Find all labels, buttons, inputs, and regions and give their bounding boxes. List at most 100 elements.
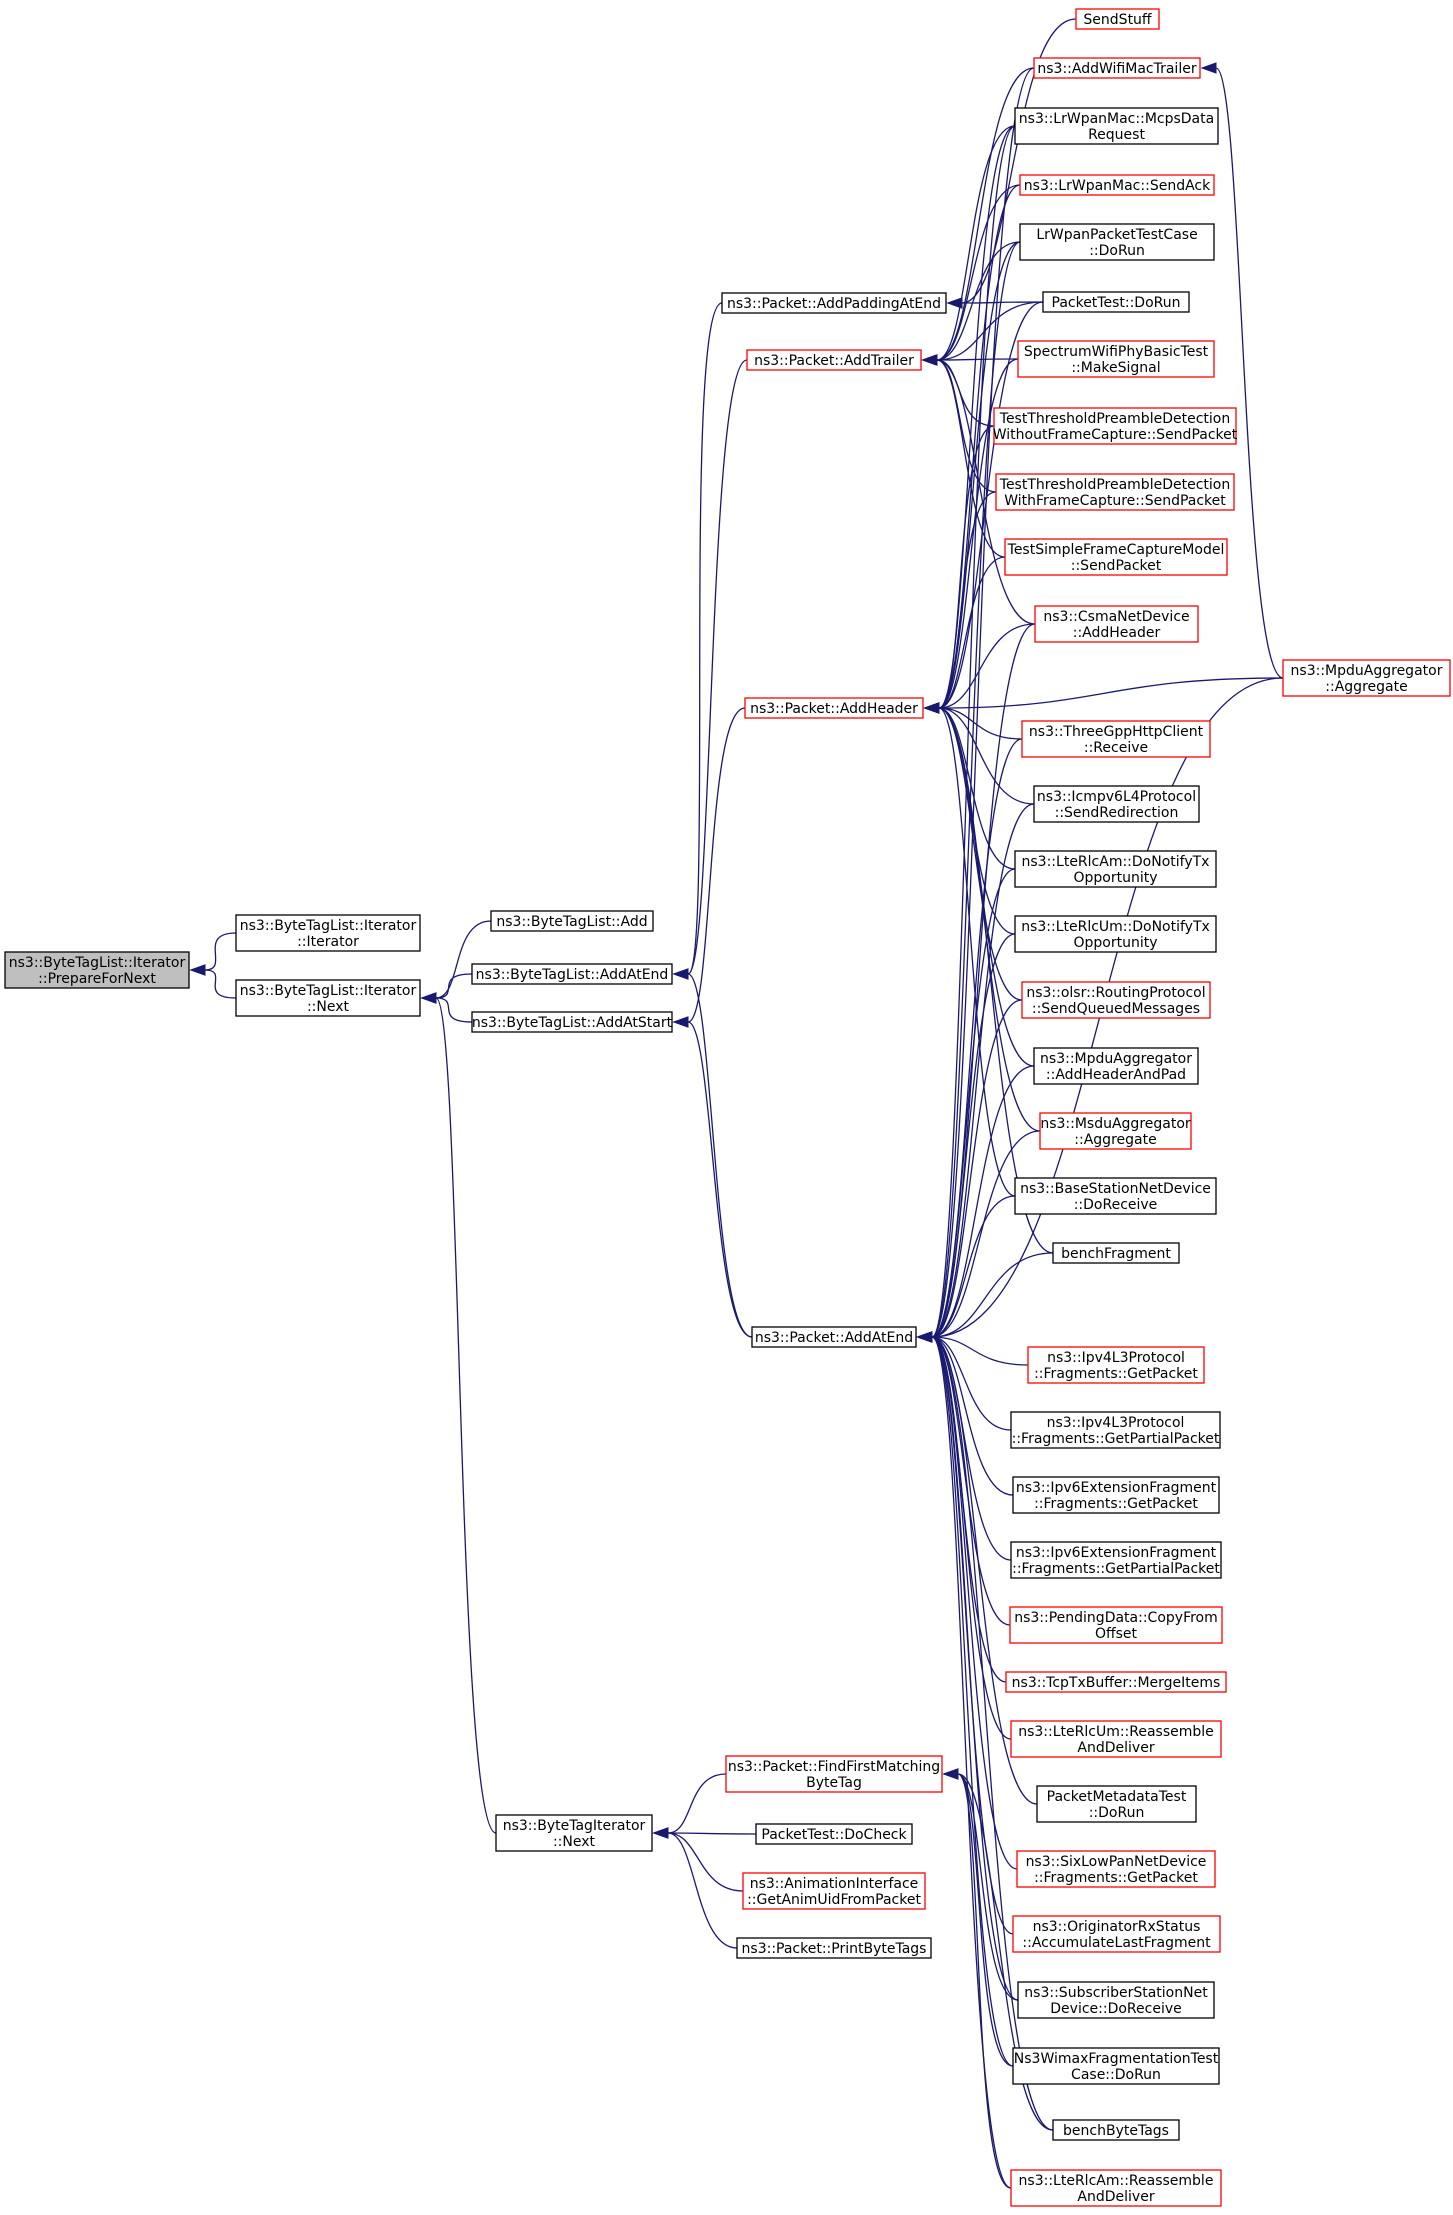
node-box — [1033, 1047, 1199, 1085]
node-makesignal[interactable]: SpectrumWifiPhyBasicTest::MakeSignal — [1017, 340, 1215, 378]
edge-arrowhead — [946, 297, 963, 309]
node-label: ns3::Packet::FindFirstMatching — [728, 1759, 940, 1775]
call-edge — [957, 1773, 1012, 2189]
node-animuid[interactable]: ns3::AnimationInterface::GetAnimUidFromP… — [742, 1872, 926, 1910]
node-label: WithFrameCapture::SendPacket — [1004, 493, 1226, 509]
call-edge — [938, 358, 1019, 709]
node-label: ns3::LrWpanMac::McpsData — [1019, 111, 1214, 127]
node-add[interactable]: ns3::ByteTagList::Add — [490, 910, 654, 932]
node-btinext[interactable]: ns3::ByteTagIterator::Next — [495, 1814, 653, 1852]
node-addheader[interactable]: ns3::Packet::AddHeader — [744, 697, 924, 719]
node-originator[interactable]: ns3::OriginatorRxStatus::AccumulateLastF… — [1012, 1915, 1221, 1953]
node-ttpd_wo[interactable]: TestThresholdPreambleDetectionWithoutFra… — [993, 407, 1238, 445]
node-lrwpantest[interactable]: LrWpanPacketTestCase::DoRun — [1019, 223, 1215, 261]
call-edge — [957, 1773, 1054, 2131]
node-ipv6frag[interactable]: ns3::Ipv6ExtensionFragment::Fragments::G… — [1012, 1476, 1220, 1514]
edge-arrowhead — [942, 1768, 959, 1780]
node-docheck[interactable]: PacketTest::DoCheck — [755, 1823, 913, 1845]
call-edge — [687, 973, 753, 1338]
call-edge — [931, 125, 1016, 1338]
node-ipv4frag[interactable]: ns3::Ipv4L3Protocol::Fragments::GetPacke… — [1027, 1346, 1205, 1384]
node-box — [1004, 538, 1228, 576]
node-label: ::AddHeaderAndPad — [1046, 1067, 1186, 1083]
node-box — [744, 697, 924, 719]
node-iter[interactable]: ns3::ByteTagList::Iterator::Iterator — [235, 914, 421, 952]
node-label: PacketTest::DoRun — [1052, 295, 1181, 311]
node-addatstart[interactable]: ns3::ByteTagList::AddAtStart — [471, 1011, 673, 1033]
node-box — [1039, 1112, 1192, 1150]
call-edge — [931, 241, 1021, 1338]
node-box — [1052, 2119, 1180, 2141]
node-benchbt[interactable]: benchByteTags — [1052, 2119, 1180, 2141]
call-edge — [931, 67, 1035, 1338]
node-addpadding[interactable]: ns3::Packet::AddPaddingAtEnd — [721, 292, 947, 314]
node-box — [721, 292, 947, 314]
node-tcptx[interactable]: ns3::TcpTxBuffer::MergeItems — [1005, 1671, 1227, 1693]
call-edge — [938, 491, 997, 709]
node-label: ns3::PendingData::CopyFrom — [1014, 1610, 1218, 1626]
call-edge — [667, 1832, 757, 1835]
node-layer: ns3::ByteTagList::Iterator::PrepareForNe… — [4, 8, 1451, 2207]
node-box — [746, 349, 922, 371]
node-label: ns3::AddWifiMacTrailer — [1037, 61, 1196, 77]
node-label: ::MakeSignal — [1071, 360, 1160, 376]
node-label: ns3::ByteTagList::Iterator — [240, 918, 417, 934]
call-edge — [938, 707, 1016, 935]
call-edge — [931, 803, 1035, 1338]
node-label: ::Fragments::GetPartialPacket — [1012, 1561, 1220, 1577]
node-icmpv6[interactable]: ns3::Icmpv6L4Protocol::SendRedirection — [1033, 785, 1200, 823]
node-addtrailer[interactable]: ns3::Packet::AddTrailer — [746, 349, 922, 371]
node-box — [495, 1814, 653, 1852]
node-sixlowpan[interactable]: ns3::SixLowPanNetDevice::Fragments::GetP… — [1016, 1850, 1216, 1888]
node-wifimactrailer[interactable]: ns3::AddWifiMacTrailer — [1033, 57, 1201, 79]
call-edge — [667, 1773, 727, 1834]
node-msduagg[interactable]: ns3::MsduAggregator::Aggregate — [1039, 1112, 1192, 1150]
node-csma[interactable]: ns3::CsmaNetDevice::AddHeader — [1034, 605, 1199, 643]
call-edge — [957, 1773, 1019, 2001]
node-root[interactable]: ns3::ByteTagList::Iterator::PrepareForNe… — [4, 951, 190, 989]
call-edge — [435, 973, 473, 999]
node-mpduagg[interactable]: ns3::MpduAggregator::Aggregate — [1282, 659, 1451, 697]
node-printbt[interactable]: ns3::Packet::PrintByteTags — [736, 1937, 932, 1959]
node-box — [471, 963, 673, 985]
node-box — [993, 407, 1237, 445]
node-box — [1010, 2169, 1222, 2207]
node-next[interactable]: ns3::ByteTagList::Iterator::Next — [235, 979, 421, 1017]
node-label: Opportunity — [1073, 870, 1157, 886]
node-pkt_addatend[interactable]: ns3::Packet::AddAtEnd — [751, 1326, 917, 1348]
node-benchfrag[interactable]: benchFragment — [1052, 1242, 1180, 1264]
node-addatend_btl[interactable]: ns3::ByteTagList::AddAtEnd — [471, 963, 673, 985]
node-box — [1010, 1720, 1222, 1758]
node-mpduaddpad[interactable]: ns3::MpduAggregator::AddHeaderAndPad — [1033, 1047, 1199, 1085]
node-bsnet[interactable]: ns3::BaseStationNetDevice::DoReceive — [1014, 1177, 1217, 1215]
call-edge — [938, 556, 1006, 709]
node-label: ns3::LrWpanMac::SendAck — [1024, 178, 1211, 194]
node-sendack[interactable]: ns3::LrWpanMac::SendAck — [1019, 174, 1215, 196]
call-edge — [961, 18, 1077, 304]
node-olsr[interactable]: ns3::olsr::RoutingProtocol::SendQueuedMe… — [1021, 981, 1211, 1019]
node-sendstuff[interactable]: SendStuff — [1075, 8, 1160, 30]
node-pkttestdorun[interactable]: PacketTest::DoRun — [1042, 291, 1190, 313]
node-box — [1075, 8, 1160, 30]
call-edge — [938, 184, 1021, 709]
node-label: ::AccumulateLastFragment — [1022, 1935, 1211, 1951]
node-ttpd_w[interactable]: TestThresholdPreambleDetectionWithFrameC… — [995, 473, 1235, 511]
node-subscriber[interactable]: ns3::SubscriberStationNetDevice::DoRecei… — [1017, 1981, 1215, 2019]
node-tsfcm[interactable]: TestSimpleFrameCaptureModel::SendPacket — [1004, 538, 1228, 576]
node-pktmeta[interactable]: PacketMetadataTest::DoRun — [1036, 1785, 1197, 1823]
node-ipv6partial[interactable]: ns3::Ipv6ExtensionFragment::Fragments::G… — [1010, 1541, 1222, 1579]
node-ipv4partial[interactable]: ns3::Ipv4L3Protocol::Fragments::GetParti… — [1010, 1411, 1221, 1449]
call-edge — [435, 997, 473, 1023]
node-label: ns3::Packet::AddHeader — [750, 701, 918, 717]
node-label: ns3::Ipv4L3Protocol — [1047, 1415, 1185, 1431]
node-threegpp[interactable]: ns3::ThreeGppHttpClient::Receive — [1021, 720, 1211, 758]
call-edge — [931, 1336, 1018, 1870]
